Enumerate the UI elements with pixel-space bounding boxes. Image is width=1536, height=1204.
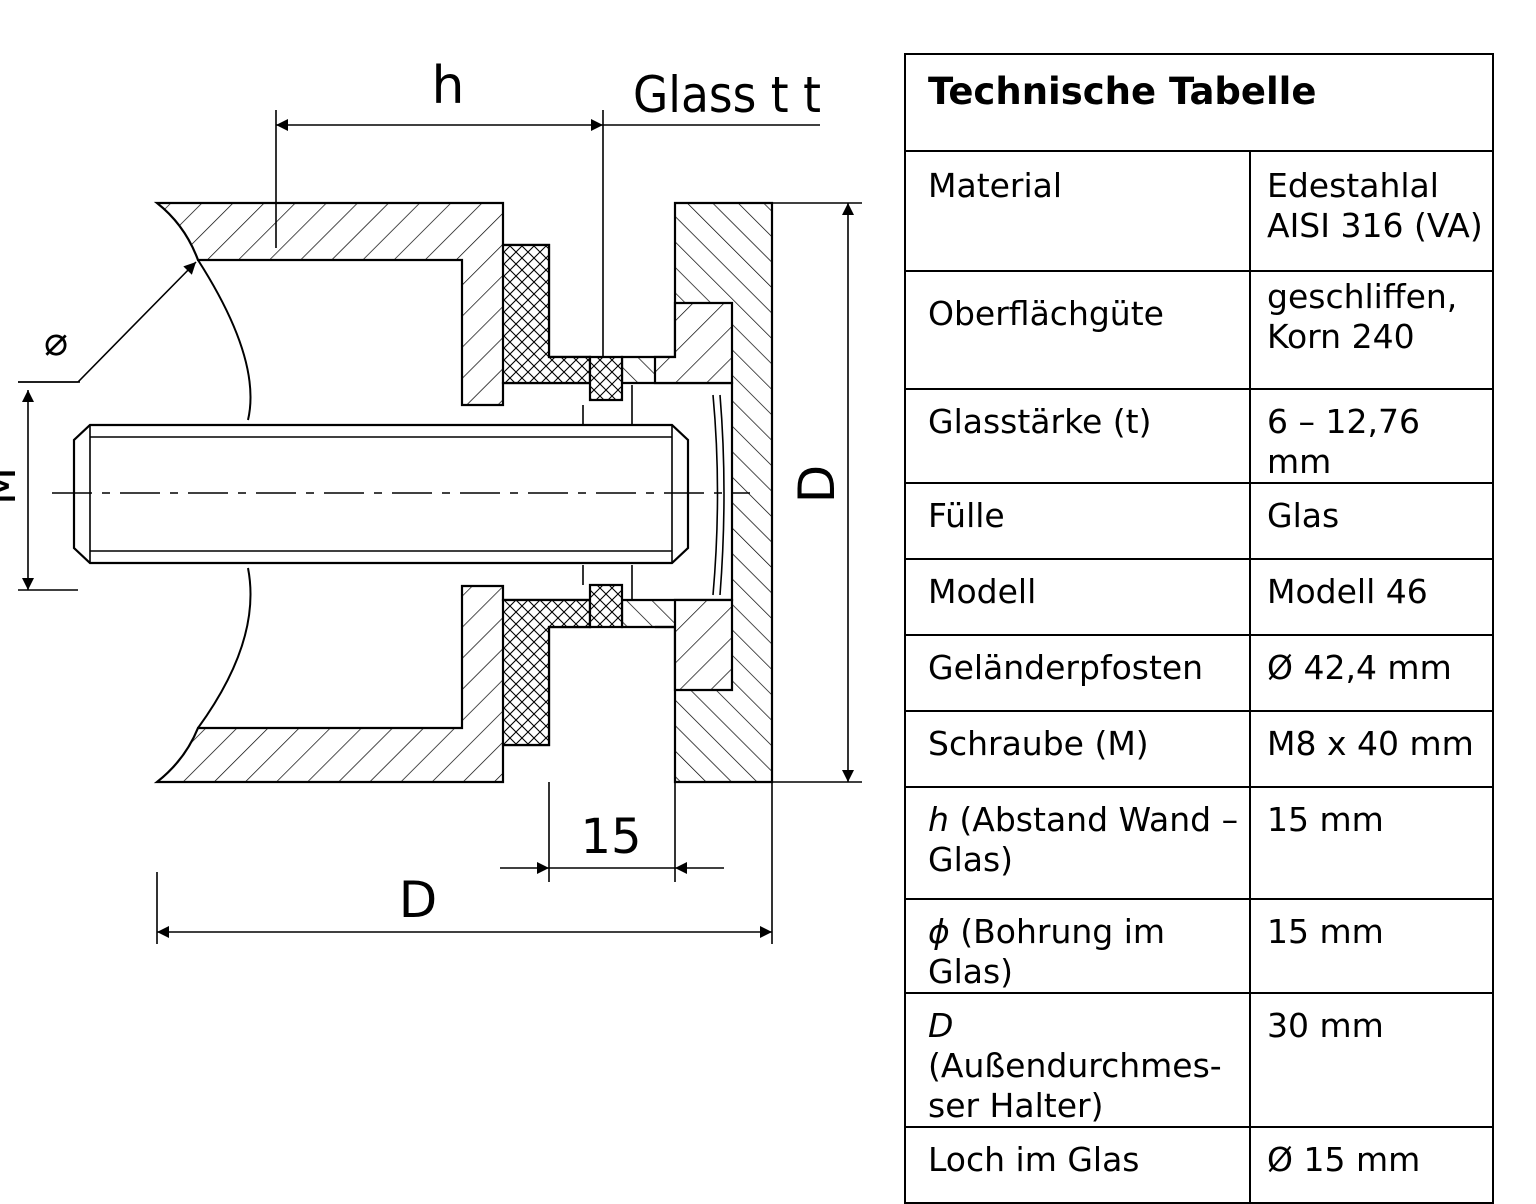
holder-body: [153, 201, 774, 784]
dimension-lines: [18, 110, 862, 944]
dim-label-phi: ⌀: [44, 319, 68, 365]
table-row: D (Außendurchmes- ser Halter) 30 mm: [904, 992, 1494, 1128]
dim-label-15: 15: [580, 809, 641, 865]
row-value: M8 x 40 mm: [1249, 710, 1494, 788]
row-value: Ø 15 mm: [1249, 1126, 1494, 1204]
dim-label-d-horizontal: D: [399, 871, 438, 929]
table-row: Oberflächgüte geschliffen, Korn 240: [904, 270, 1494, 390]
row-value: 15 mm: [1249, 898, 1494, 994]
row-key: Oberflächgüte: [904, 270, 1251, 390]
table-row: Loch im Glas Ø 15 mm: [904, 1126, 1494, 1204]
row-key: Fülle: [904, 482, 1251, 560]
table-row: Glasstärke (t) 6 – 12,76 mm: [904, 388, 1494, 484]
row-key: Geländerpfosten: [904, 634, 1251, 712]
row-value: geschliffen, Korn 240: [1249, 270, 1494, 390]
dim-label-h: h: [432, 56, 465, 116]
table-row: ϕ (Bohrung im Glas) 15 mm: [904, 898, 1494, 994]
row-key: h (Abstand Wand – Glas): [904, 786, 1251, 900]
glass-gap: [582, 385, 725, 600]
row-key: Loch im Glas: [904, 1126, 1251, 1204]
dim-label-d-vertical: D: [788, 465, 846, 504]
row-key: Glasstärke (t): [904, 388, 1251, 484]
table-row: Geländerpfosten Ø 42,4 mm: [904, 634, 1494, 712]
table-row: Fülle Glas: [904, 482, 1494, 560]
row-value: Edestahlal AISI 316 (VA): [1249, 150, 1494, 272]
row-key: Material: [904, 150, 1251, 272]
dim-label-m: M: [0, 467, 26, 505]
row-value: Modell 46: [1249, 558, 1494, 636]
row-value: 15 mm: [1249, 786, 1494, 900]
table-row: Schraube (M) M8 x 40 mm: [904, 710, 1494, 788]
row-key: Schraube (M): [904, 710, 1251, 788]
post-contour: [197, 259, 252, 729]
table-row: h (Abstand Wand – Glas) 15 mm: [904, 786, 1494, 900]
technical-drawing: h Glass t t ⌀ M D D 15: [0, 56, 862, 944]
table-title: Technische Tabelle: [904, 53, 1494, 152]
table-row: Material Edestahlal AISI 316 (VA): [904, 150, 1494, 272]
row-key: Modell: [904, 558, 1251, 636]
row-key: D (Außendurchmes- ser Halter): [904, 992, 1251, 1128]
technical-table: Technische Tabelle Material Edestahlal A…: [904, 53, 1494, 1204]
row-key: ϕ (Bohrung im Glas): [904, 898, 1251, 994]
dim-label-glass-t: Glass t t: [633, 66, 821, 124]
row-value: Glas: [1249, 482, 1494, 560]
table-row: Modell Modell 46: [904, 558, 1494, 636]
screw: [72, 423, 690, 565]
row-value: 30 mm: [1249, 992, 1494, 1128]
row-value: Ø 42,4 mm: [1249, 634, 1494, 712]
row-value: 6 – 12,76 mm: [1249, 388, 1494, 484]
